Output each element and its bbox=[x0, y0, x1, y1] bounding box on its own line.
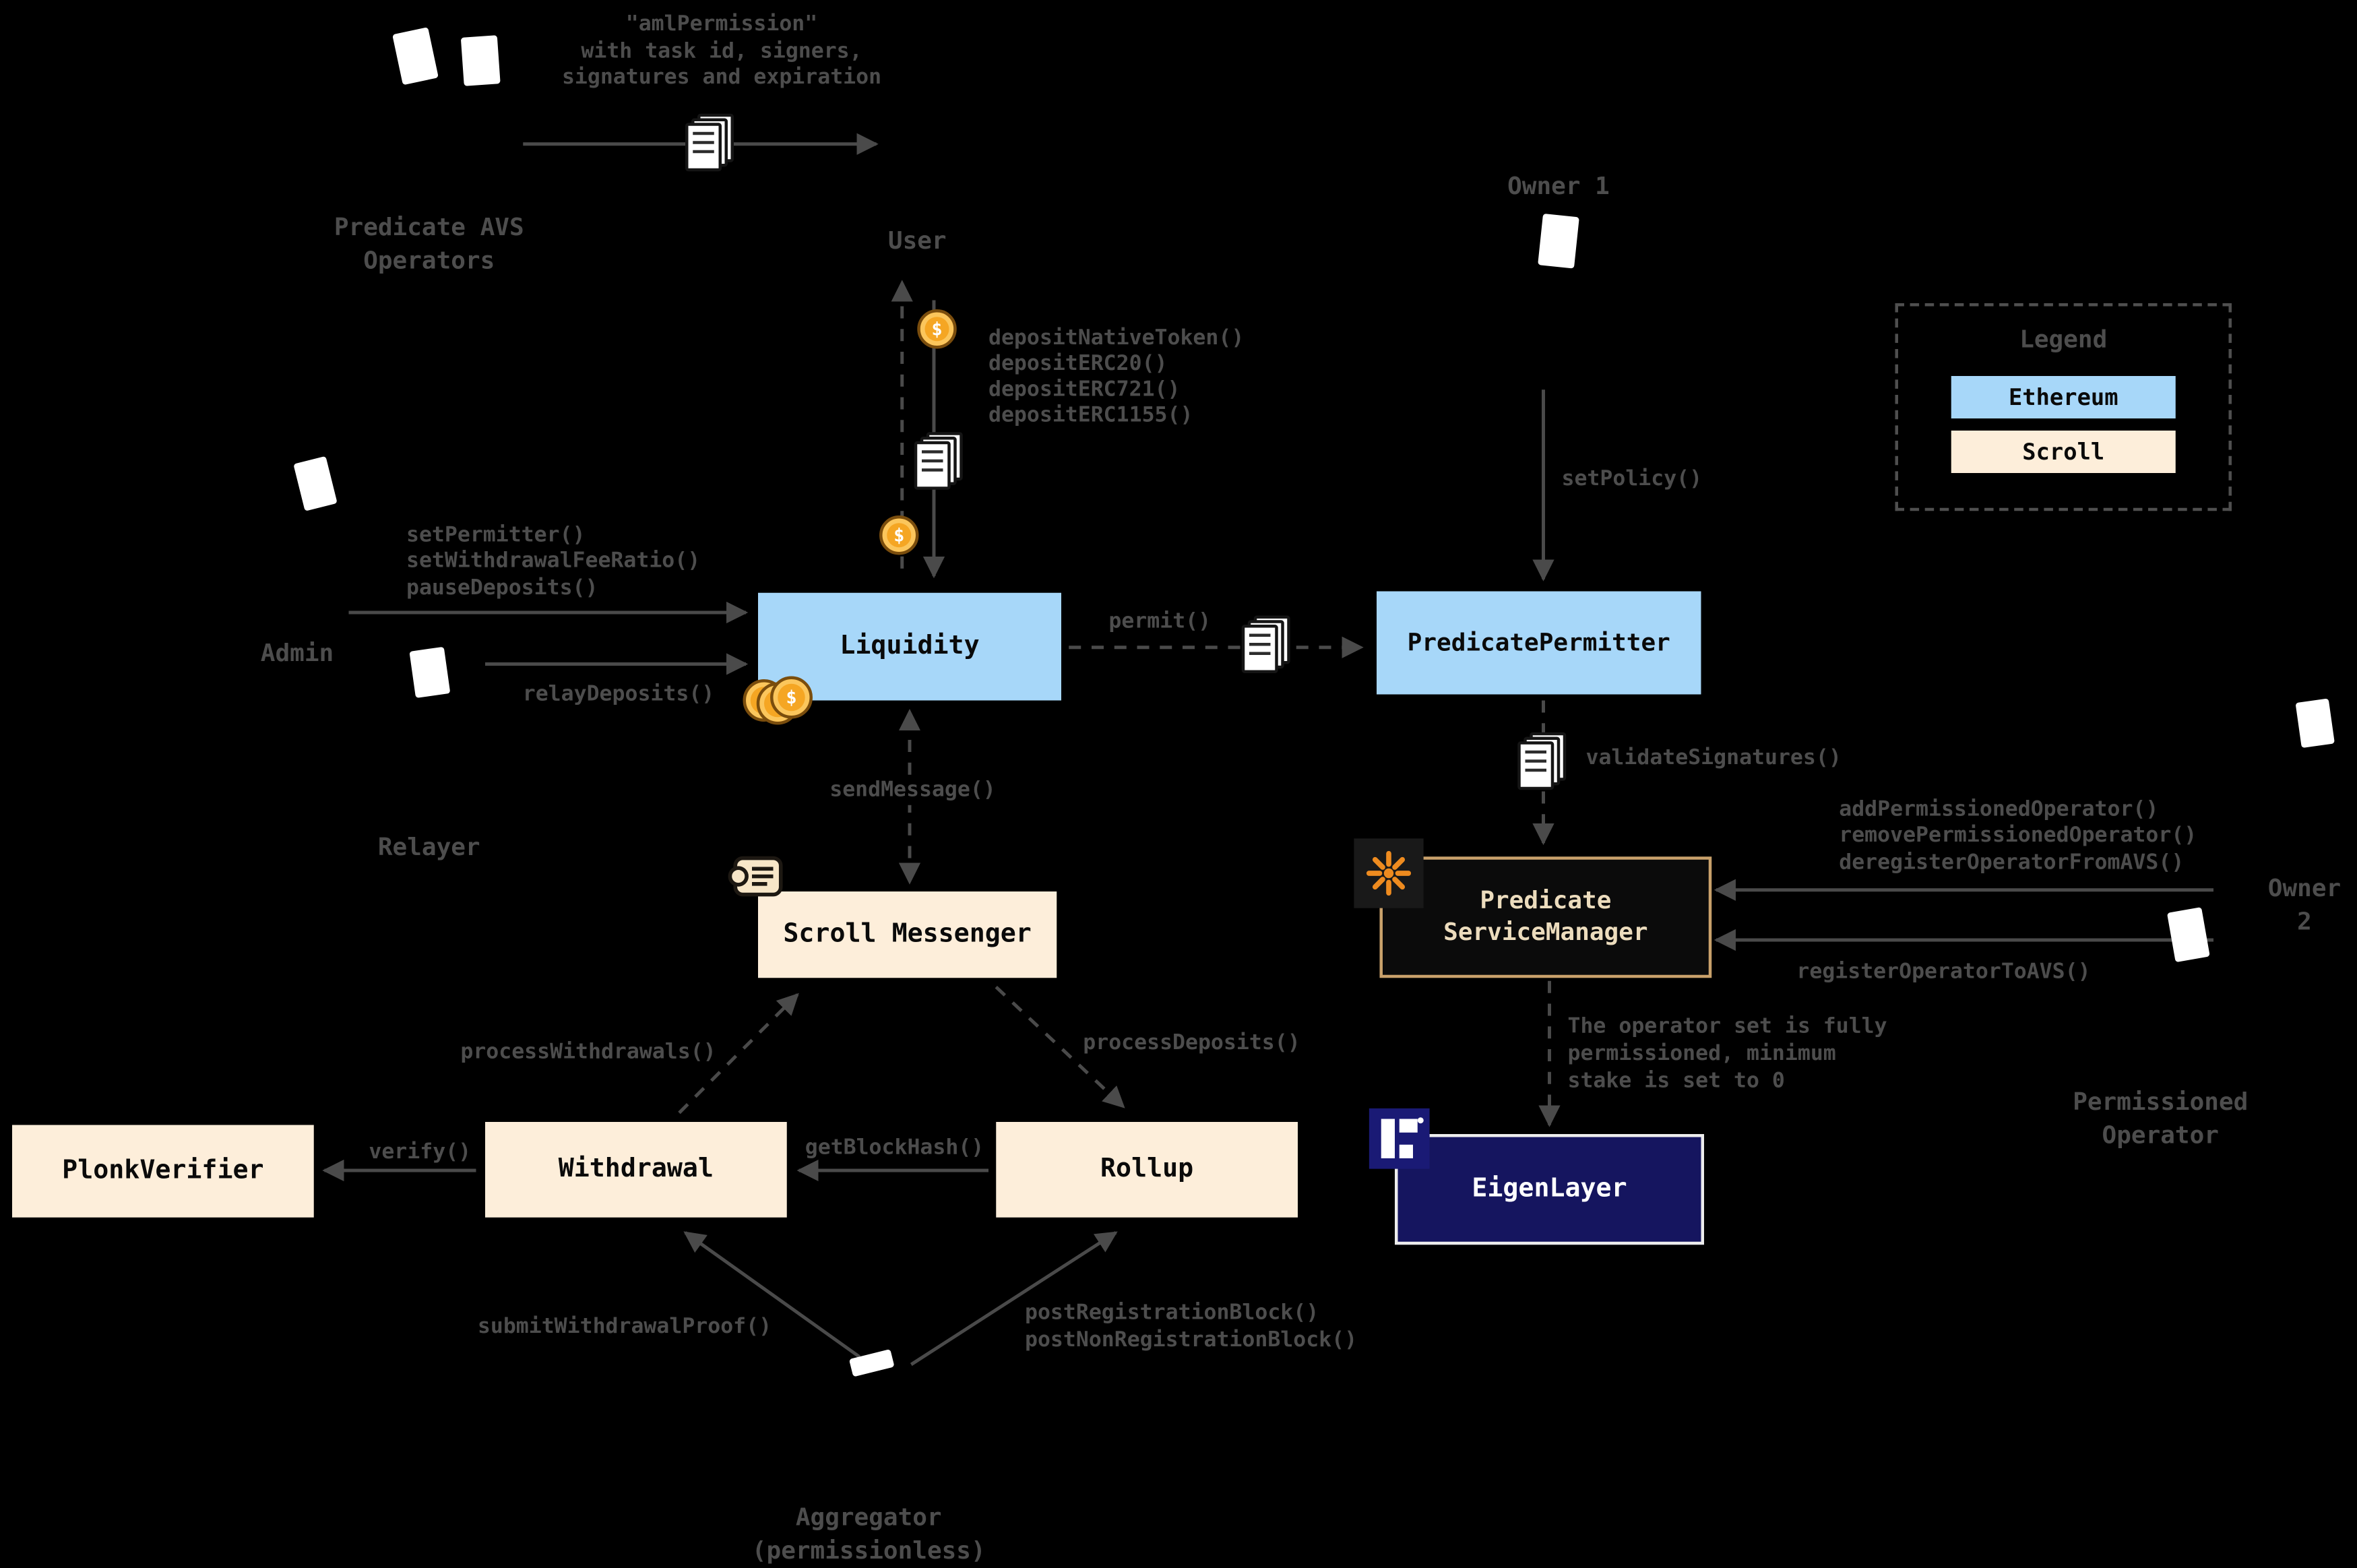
verify-label: verify() bbox=[369, 1140, 472, 1164]
person-icon-admin bbox=[409, 646, 451, 699]
node-eigenlayer: EigenLayer bbox=[1395, 1134, 1704, 1245]
operator-calls-label: addPermissionedOperator() removePermissi… bbox=[1839, 797, 2197, 875]
node-withdrawal: Withdrawal bbox=[485, 1122, 787, 1218]
relay-deposits-label: relayDeposits() bbox=[522, 682, 715, 707]
coin-icon: $ bbox=[917, 309, 957, 349]
coin-symbol: $ bbox=[786, 687, 797, 708]
arrow-process-withdrawals bbox=[678, 993, 799, 1115]
document-icon bbox=[685, 113, 734, 175]
node-scroll-messenger: Scroll Messenger bbox=[758, 891, 1057, 978]
document-icon bbox=[914, 432, 963, 493]
permissioned-operator-label: Permissioned Operator bbox=[2073, 1087, 2249, 1150]
node-rollup: Rollup bbox=[996, 1122, 1298, 1218]
node-liquidity: Liquidity bbox=[758, 592, 1061, 701]
node-predicate-permitter: PredicatePermitter bbox=[1377, 591, 1701, 695]
process-withdrawals-label: processWithdrawals() bbox=[460, 1040, 716, 1065]
operator-set-note: The operator set is fully permissioned, … bbox=[1567, 1014, 1887, 1094]
deposit-calls-label: depositNativeToken() depositERC20() depo… bbox=[988, 325, 1245, 429]
document-icon bbox=[1517, 732, 1567, 793]
owner1-label: Owner 1 bbox=[1507, 171, 1610, 200]
node-predicate-service-manager: Predicate ServiceManager bbox=[1379, 856, 1712, 978]
relayer-label: Relayer bbox=[377, 832, 480, 861]
legend: Legend Ethereum Scroll bbox=[1895, 303, 2232, 511]
person-icon-right-edge bbox=[2295, 698, 2335, 749]
legend-title: Legend bbox=[2019, 324, 2108, 354]
legend-item-scroll: Scroll bbox=[1951, 431, 2176, 473]
aggregator-label: Aggregator (permissionless) bbox=[751, 1502, 986, 1565]
post-blocks-label: postRegistrationBlock() postNonRegistrat… bbox=[1025, 1300, 1358, 1352]
submit-withdrawal-proof-label: submitWithdrawalProof() bbox=[477, 1314, 772, 1339]
person-icon-owner1 bbox=[1538, 213, 1579, 269]
permit-label: permit() bbox=[1108, 609, 1212, 634]
arrow-submit-withdrawal-proof bbox=[683, 1231, 861, 1358]
eigenlayer-logo-icon bbox=[1369, 1108, 1430, 1175]
arrow-process-deposits bbox=[995, 985, 1125, 1108]
aml-permission-note: "amlPermission" with task id, signers, s… bbox=[561, 12, 882, 90]
scroll-icon bbox=[725, 849, 789, 913]
admin-label: Admin bbox=[260, 638, 334, 667]
coin-icon: $ bbox=[770, 676, 813, 719]
person-icon-operator-2 bbox=[460, 35, 501, 86]
validate-signatures-label: validateSignatures() bbox=[1585, 746, 1842, 770]
document-icon bbox=[1241, 615, 1290, 677]
coin-symbol: $ bbox=[931, 318, 943, 340]
predicate-avs-operators-label: Predicate AVS Operators bbox=[334, 212, 524, 275]
set-policy-label: setPolicy() bbox=[1561, 467, 1703, 491]
register-operator-label: registerOperatorToAVS() bbox=[1796, 960, 2091, 984]
legend-item-ethereum: Ethereum bbox=[1951, 376, 2176, 418]
node-plonk-verifier: PlonkVerifier bbox=[12, 1125, 314, 1218]
coin-icon: $ bbox=[879, 515, 919, 555]
coin-symbol: $ bbox=[893, 524, 905, 546]
get-block-hash-label: getBlockHash() bbox=[805, 1135, 984, 1160]
owner2-label: Owner 2 bbox=[2267, 873, 2342, 936]
process-deposits-label: processDeposits() bbox=[1083, 1031, 1300, 1055]
send-message-label: sendMessage() bbox=[821, 778, 1004, 805]
user-label: User bbox=[887, 226, 947, 255]
predicate-logo-icon bbox=[1354, 838, 1424, 914]
arrow-post-blocks bbox=[910, 1231, 1118, 1367]
admin-calls-label: setPermitter() setWithdrawalFeeRatio() p… bbox=[406, 523, 701, 600]
